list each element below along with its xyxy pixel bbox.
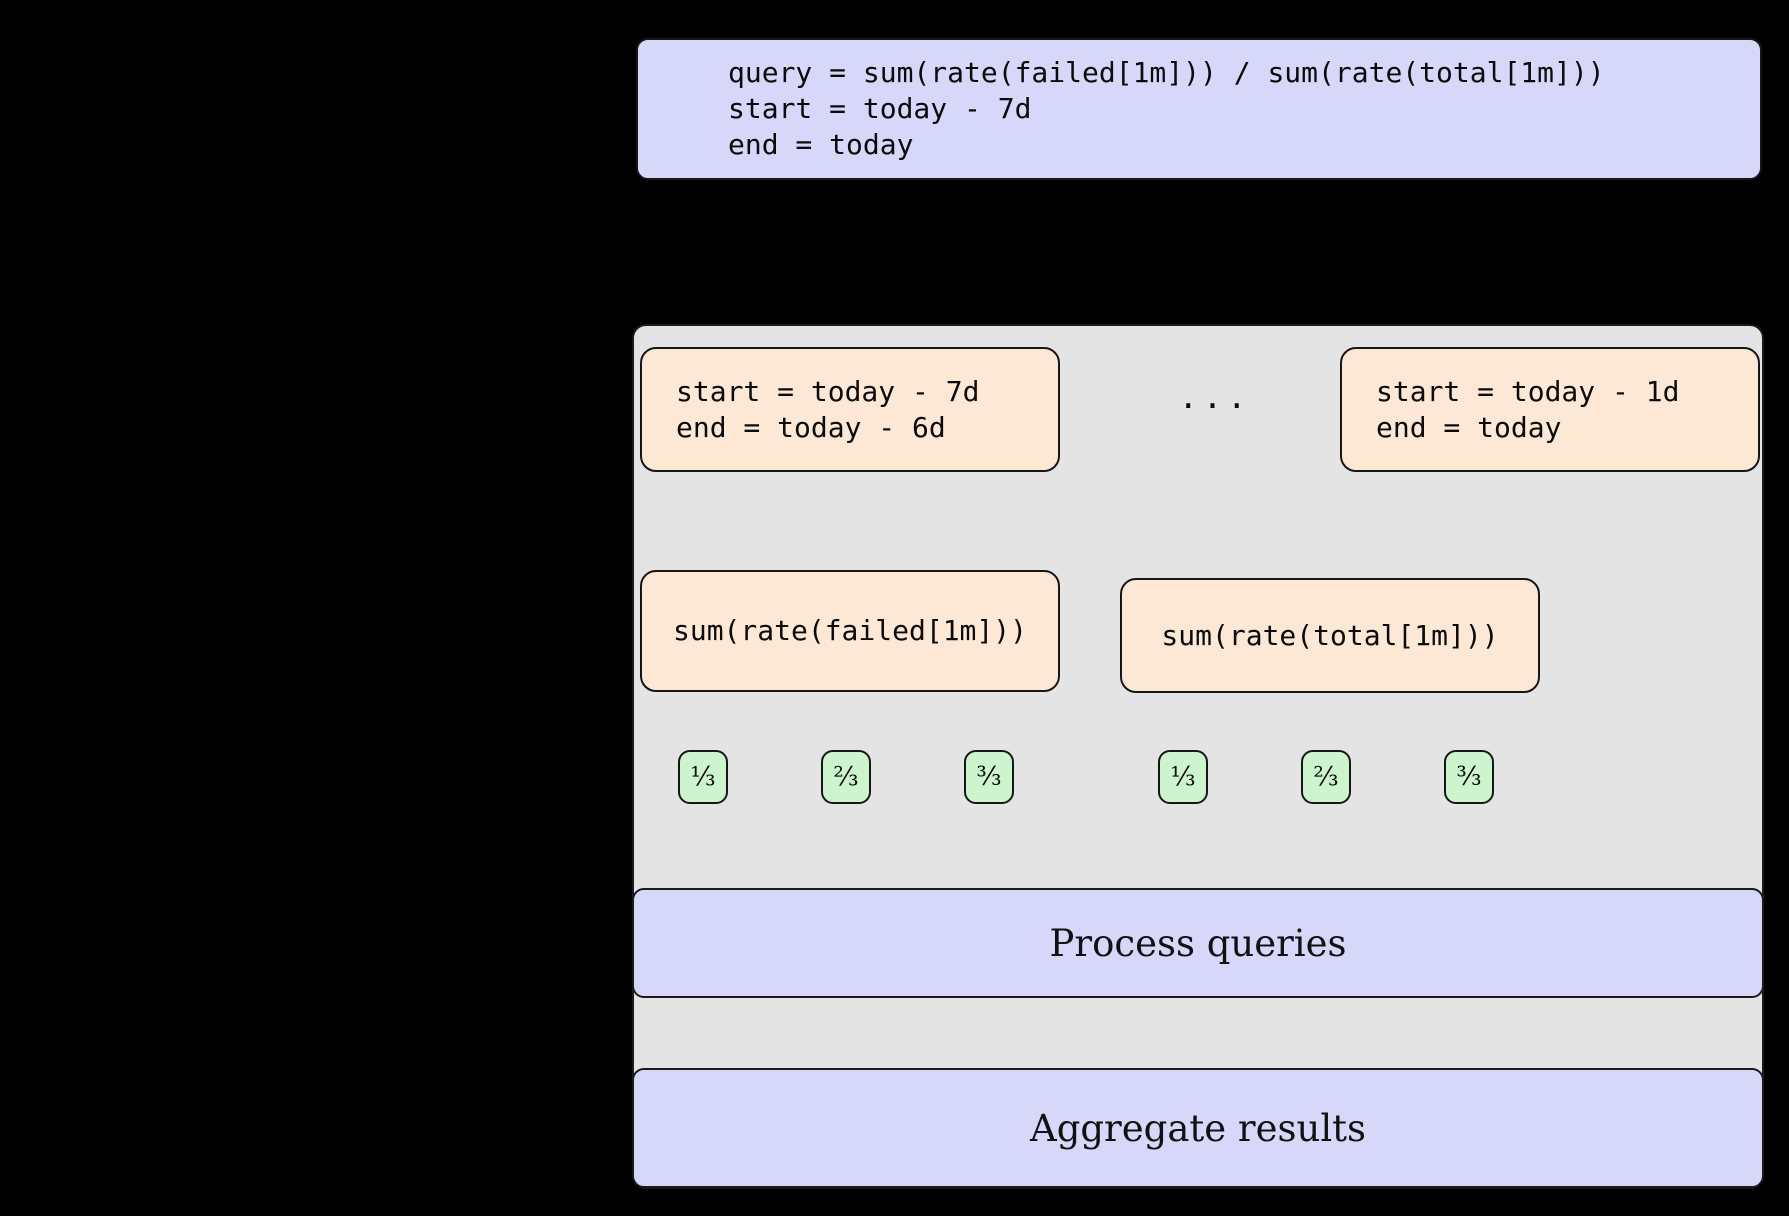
chip-failed-2: ⅔ [821,750,871,804]
chip-total-3: ³⁄₃ [1444,750,1494,804]
query-line-query: query = sum(rate(failed[1m])) / sum(rate… [728,56,1605,90]
metric-failed-label: sum(rate(failed[1m])) [672,614,1027,648]
metric-total-label: sum(rate(total[1m])) [1161,618,1499,652]
query-definition-card: query = sum(rate(failed[1m])) / sum(rate… [636,38,1762,180]
range-last-end: end = today [1376,410,1562,444]
chip-total-1: ⅓ [1158,750,1208,804]
stage-aggregate-results: Aggregate results [632,1068,1764,1188]
chip-failed-1: ⅓ [678,750,728,804]
query-line-end: end = today [728,127,914,161]
range-first-start: start = today - 7d [676,374,980,408]
metric-box-failed: sum(rate(failed[1m])) [640,570,1060,692]
stage-process-queries: Process queries [632,888,1764,998]
metric-box-total: sum(rate(total[1m])) [1120,578,1540,693]
range-last-start: start = today - 1d [1376,374,1680,408]
chip-total-2: ⅔ [1301,750,1351,804]
range-first-end: end = today - 6d [676,410,946,444]
range-box-last: start = today - 1d end = today [1340,347,1760,472]
range-box-first: start = today - 7d end = today - 6d [640,347,1060,472]
chip-failed-3: ³⁄₃ [964,750,1014,804]
query-line-start: start = today - 7d [728,92,1032,126]
range-ellipsis: ... [1178,378,1252,416]
